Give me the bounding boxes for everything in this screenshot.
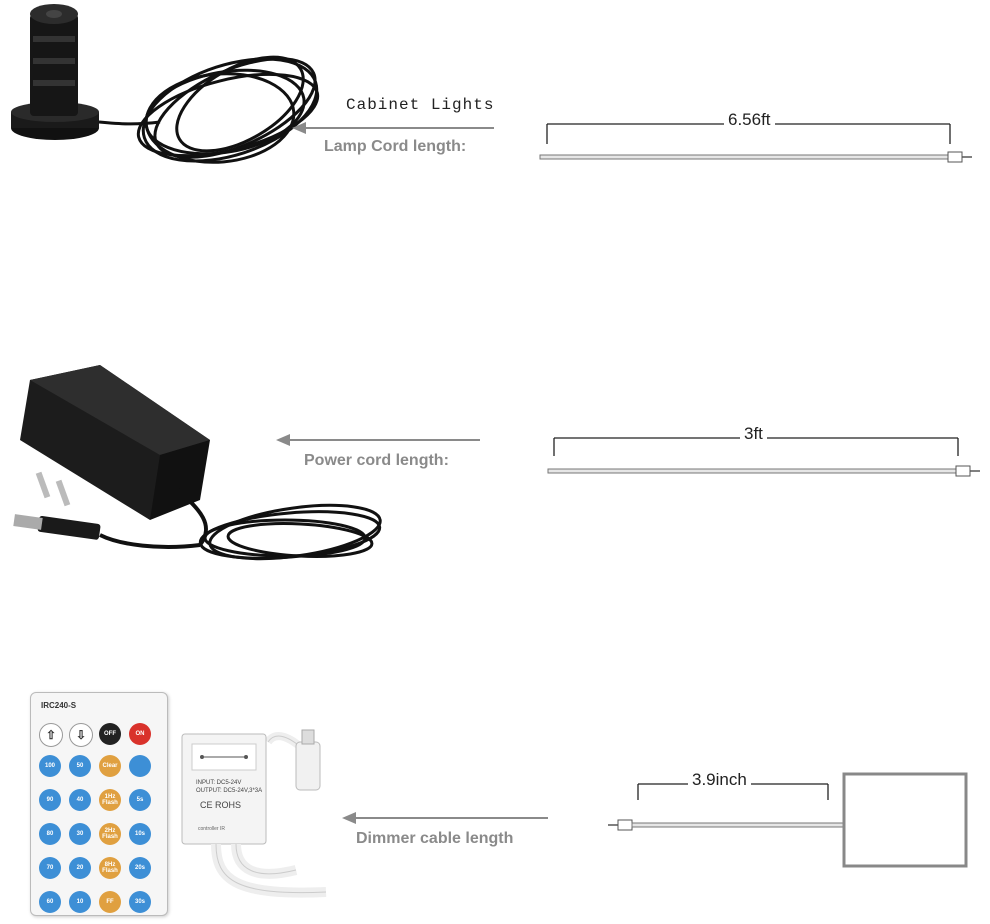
controller-marks: CE ROHS xyxy=(200,800,242,810)
remote-button-r4c1[interactable]: 10 xyxy=(69,891,91,913)
remote-button-r1c1[interactable]: 40 xyxy=(69,789,91,811)
remote-button-r3c0[interactable]: 70 xyxy=(39,857,61,879)
lamp-cord-arrow xyxy=(292,122,494,134)
controller-input-text: INPUT: DC5-24V xyxy=(196,780,242,786)
remote-button-r1c0[interactable]: 90 xyxy=(39,789,61,811)
dimmer-cable-line xyxy=(608,772,968,868)
controller-output-text: OUTPUT: DC5-24V,3*3A xyxy=(196,788,263,794)
lamp-cord-dimension: 6.56ft xyxy=(724,110,775,130)
remote-button-r0c0[interactable]: 100 xyxy=(39,755,61,777)
remote-on-button[interactable]: ON xyxy=(129,723,151,745)
remote-button-r0c1[interactable]: 50 xyxy=(69,755,91,777)
dimmer-cable-dimension: 3.9inch xyxy=(688,770,751,790)
remote-off-button[interactable]: OFF xyxy=(99,723,121,745)
cabinet-light-icon xyxy=(11,4,320,164)
power-adapter-icon xyxy=(13,365,382,561)
remote-button-r4c0[interactable]: 60 xyxy=(39,891,61,913)
power-cord-arrow xyxy=(276,434,480,446)
remote-button-r1c3[interactable]: 5s xyxy=(129,789,151,811)
remote-button-r0c2[interactable]: Clear xyxy=(99,755,121,777)
dimmer-cable-label: Dimmer cable length xyxy=(356,830,514,847)
remote-button-r3c3[interactable]: 20s xyxy=(129,857,151,879)
power-cord-label: Power cord length: xyxy=(304,452,449,469)
cabinet-lights-caption: Cabinet Lights xyxy=(346,96,495,114)
remote-button-r4c2[interactable]: FF xyxy=(99,891,121,913)
dimmer-cable-arrow xyxy=(342,812,548,824)
remote-button-r4c3[interactable]: 30s xyxy=(129,891,151,913)
remote-button-r0c3[interactable] xyxy=(129,755,151,777)
remote-button-r3c2[interactable]: 8Hz Flash xyxy=(99,857,121,879)
power-cord-dimension: 3ft xyxy=(740,424,767,444)
remote-button-r1c2[interactable]: 1Hz Flash xyxy=(99,789,121,811)
remote-up-button[interactable]: ⇧ xyxy=(39,723,63,747)
power-cord-line xyxy=(547,465,980,477)
controller-footer: controller IR xyxy=(198,826,225,832)
remote-down-button[interactable]: ⇩ xyxy=(69,723,93,747)
remote-button-r2c1[interactable]: 30 xyxy=(69,823,91,845)
remote-button-r2c2[interactable]: 2Hz Flash xyxy=(99,823,121,845)
remote-button-r3c1[interactable]: 20 xyxy=(69,857,91,879)
remote-control: IRC240-S ⇧⇩ OFF ON 100 50 Clear 90 40 1Hz Flash 5… xyxy=(30,692,168,916)
lamp-cord-label: Lamp Cord length: xyxy=(324,138,467,155)
dimmer-controller-icon xyxy=(181,729,327,898)
remote-model-label: IRC240-S xyxy=(41,701,77,710)
remote-button-r2c3[interactable]: 10s xyxy=(129,823,151,845)
lamp-cord-line xyxy=(539,151,972,163)
remote-button-r2c0[interactable]: 80 xyxy=(39,823,61,845)
